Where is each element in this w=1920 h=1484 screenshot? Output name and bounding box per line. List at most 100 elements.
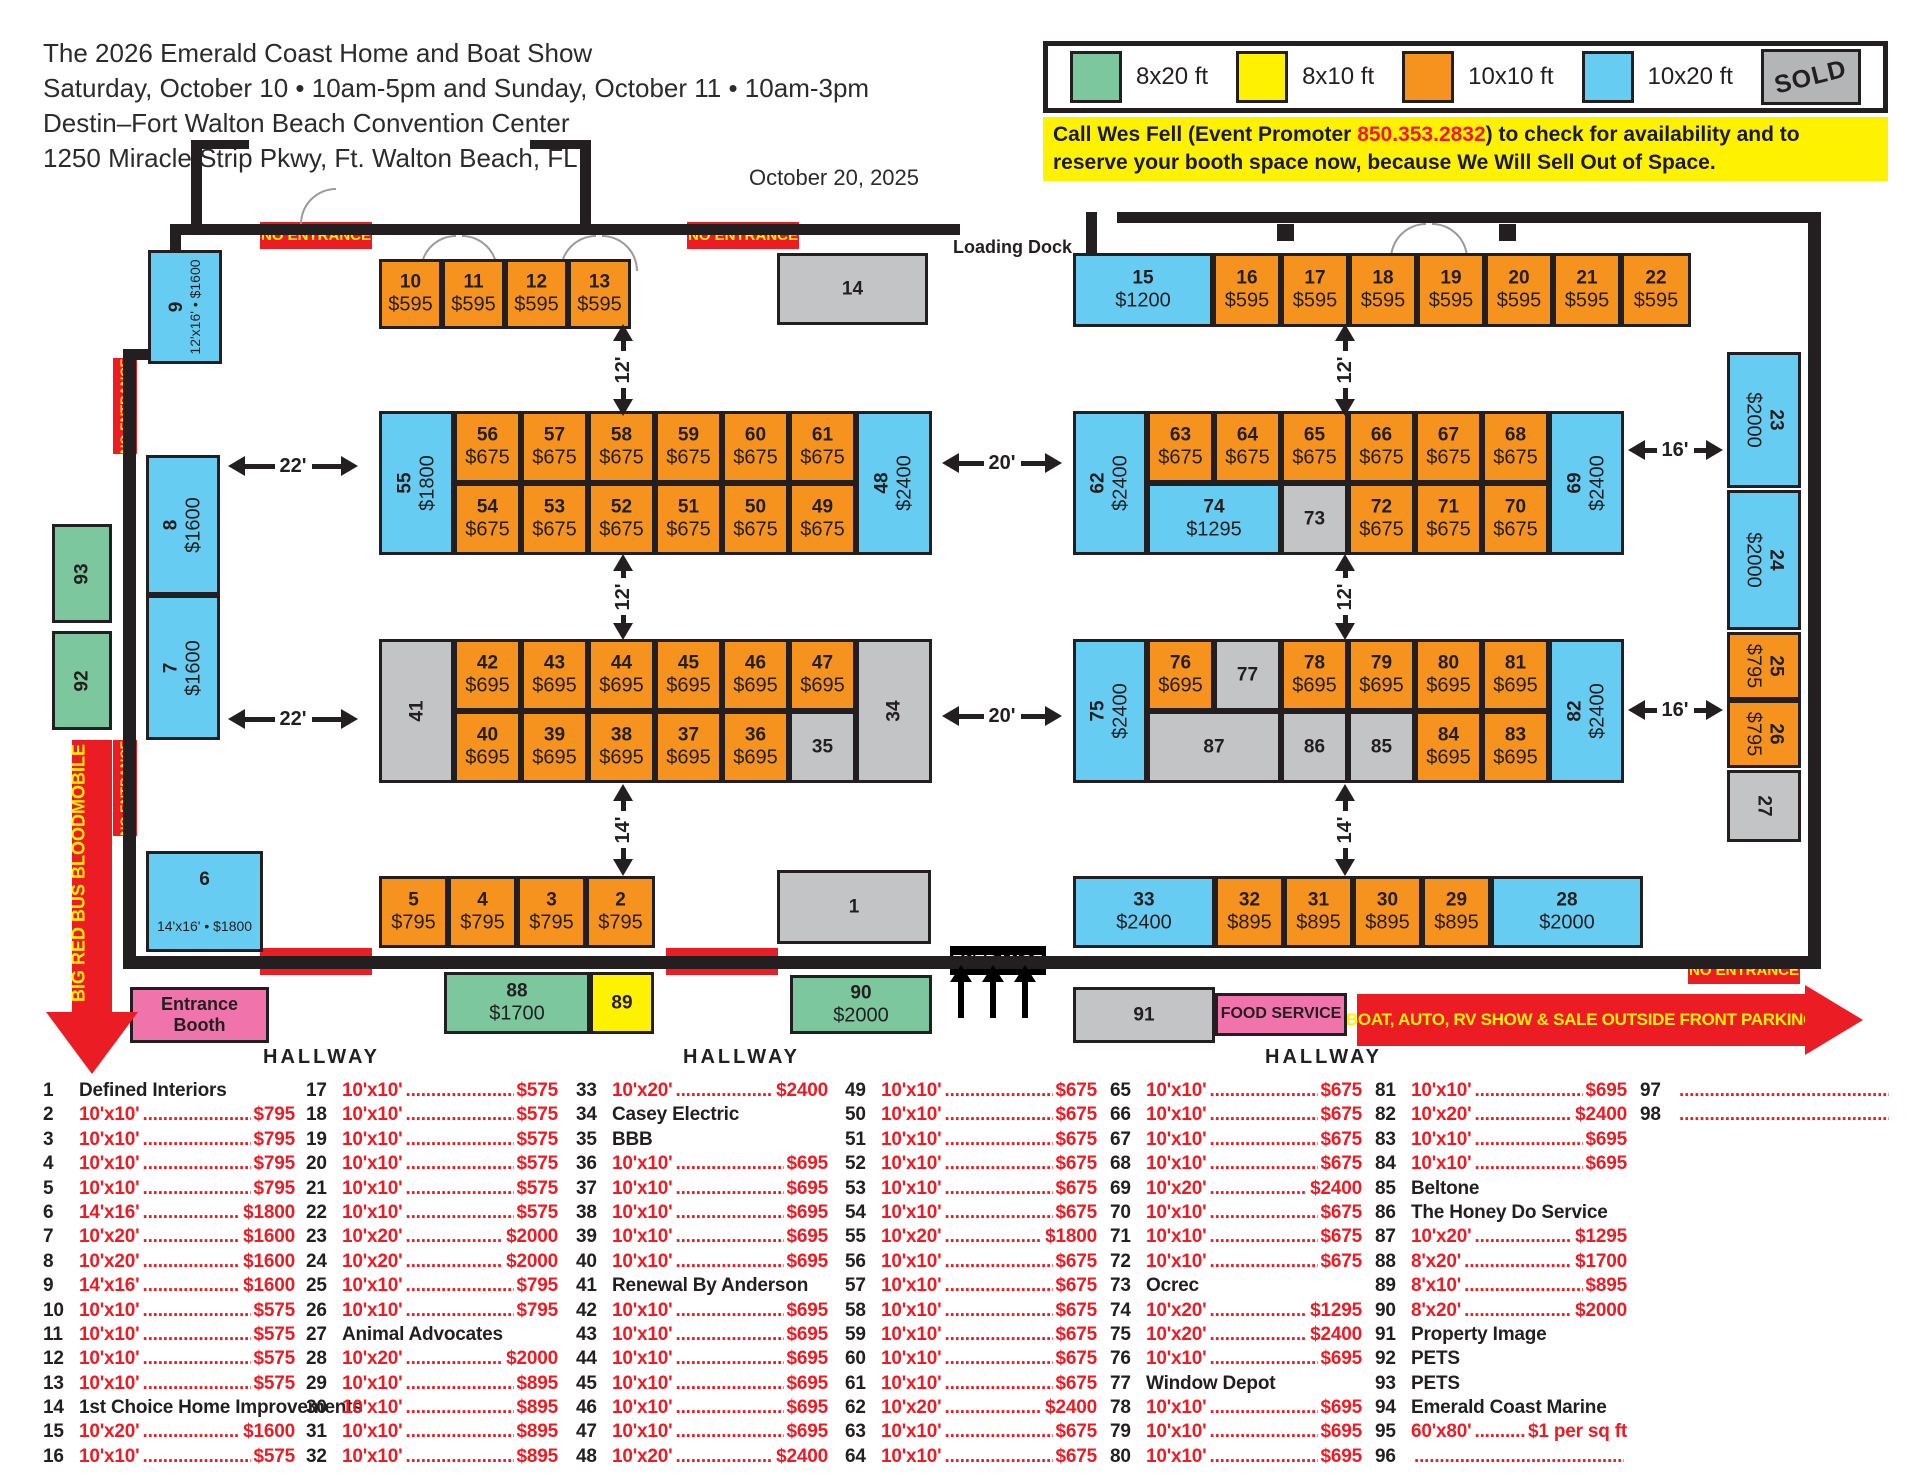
entry-size: 10'x10' <box>881 1372 942 1394</box>
entry-size-price: 10'x10'$795 <box>79 1178 295 1200</box>
booth-number: 46 <box>744 652 767 674</box>
entry-size-price: 10'x10'$795 <box>342 1275 558 1297</box>
entry-price: $695 <box>1585 1153 1628 1175</box>
dot-leader <box>1209 1202 1317 1224</box>
booth-price: $695 <box>1158 674 1203 697</box>
entry-size: 10'x10' <box>342 1080 403 1101</box>
booth-87: 87 <box>1147 711 1281 783</box>
arrowhead-right <box>1335 323 1355 341</box>
booth-number: 4 <box>477 889 488 911</box>
booth-text: 68$675 <box>1493 425 1538 470</box>
booth-20: 20$595 <box>1485 253 1553 327</box>
booth-number: 87 <box>1203 736 1225 758</box>
entry-size-price: 10'x10'$675 <box>881 1153 1097 1175</box>
booth-93: 93 <box>52 524 112 623</box>
booth-number: 64 <box>1236 424 1259 446</box>
aisle-width-label: 12' <box>611 583 634 611</box>
entry-price: $1600 <box>243 1275 295 1297</box>
entry-number: 31 <box>306 1421 327 1443</box>
booth-number: 32 <box>1238 889 1261 911</box>
entry-size: 10'x10' <box>881 1104 942 1126</box>
booth-number: 59 <box>677 424 700 446</box>
booth-number: 39 <box>543 724 566 746</box>
booth-price: $675 <box>666 518 711 541</box>
entry-size: 10'x10' <box>881 1153 942 1175</box>
booth-text: 7$1600 <box>161 599 206 736</box>
entry-size-price: 10'x20'$2400 <box>612 1080 828 1102</box>
booth-text: 61$675 <box>800 425 845 470</box>
booth-number: 92 <box>71 669 93 692</box>
booth-number: 67 <box>1437 424 1460 446</box>
entry-number: 14 <box>43 1397 64 1419</box>
booth-number: 45 <box>677 652 700 674</box>
entry-size-price: 10'x10'$695 <box>612 1421 828 1443</box>
price-list-column: 8110'x10'$6958210'x20'$24008310'x10'$695… <box>1375 1080 1627 1470</box>
booth-number: 77 <box>1236 664 1259 686</box>
booth-85: 85 <box>1348 711 1415 783</box>
dot-leader <box>142 1104 250 1126</box>
pillar <box>1499 224 1516 241</box>
entry-size-price: 10'x20'$2000 <box>342 1348 558 1370</box>
booth-number: 25 <box>1765 655 1787 677</box>
booth-number: 29 <box>1445 889 1468 911</box>
entry-number: 24 <box>306 1250 327 1272</box>
booth-price: $895 <box>1227 911 1272 934</box>
wall-segment <box>530 140 591 149</box>
entrance-direction-arrow <box>982 965 1004 1018</box>
dot-leader <box>1209 1153 1317 1175</box>
entry-size: 10'x20' <box>342 1250 403 1272</box>
dot-leader <box>944 1421 1052 1443</box>
arrow-line <box>245 716 275 722</box>
booth-74: 74$1295 <box>1147 483 1281 555</box>
entry-size-price: 10'x10'$575 <box>342 1153 558 1175</box>
legend-label: 10x20 ft <box>1647 63 1733 90</box>
arrow-line <box>620 388 626 399</box>
entry-exhibitor-name: Renewal By Anderson <box>612 1275 809 1297</box>
entry-number: 93 <box>1375 1372 1396 1394</box>
entry-size-price: 10'x10'$695 <box>612 1397 828 1419</box>
dot-leader <box>1209 1324 1307 1346</box>
legend-label: 10x10 ft <box>1468 63 1554 90</box>
entry-size: 10'x10' <box>79 1323 140 1345</box>
booth-19: 19$595 <box>1417 253 1485 327</box>
entry-size-price: 10'x10'$675 <box>1146 1080 1362 1102</box>
entry-number: 95 <box>1375 1421 1396 1443</box>
booth-81: 81$695 <box>1482 639 1549 711</box>
booth-text: 25$795 <box>1742 636 1787 696</box>
entry-price: $675 <box>1055 1275 1098 1297</box>
entry-number: 58 <box>845 1299 866 1321</box>
legend-item: 8x10 ft <box>1236 51 1374 103</box>
booth-88: 88$1700 <box>444 972 590 1034</box>
dot-leader <box>944 1153 1052 1175</box>
entry-size: 10'x10' <box>612 1348 673 1370</box>
entry-size: 10'x10' <box>612 1226 673 1248</box>
entry-price: $675 <box>1055 1372 1098 1394</box>
dot-leader <box>142 1129 250 1151</box>
arrow-line <box>1020 713 1046 719</box>
booth-35: 35 <box>789 711 856 783</box>
entry-number: 26 <box>306 1299 327 1321</box>
dot-leader <box>675 1153 783 1175</box>
entry-size: 10'x10' <box>1146 1080 1207 1101</box>
booth-text: 76$695 <box>1158 653 1203 698</box>
entry-size: 60'x80' <box>1411 1421 1472 1443</box>
price-list-entry: 908'x20'$2000 <box>1375 1300 1627 1324</box>
entry-size: 10'x10' <box>1146 1201 1207 1223</box>
booth-89: 89 <box>590 972 654 1034</box>
entry-number: 56 <box>845 1250 866 1272</box>
entry-price: $695 <box>786 1226 829 1248</box>
entry-number: 81 <box>1375 1080 1396 1101</box>
entry-exhibitor-name: 1st Choice Home Improvements <box>79 1397 363 1419</box>
door-swing-arc <box>300 188 336 224</box>
entry-number: 7 <box>43 1226 54 1248</box>
dot-leader <box>405 1348 503 1370</box>
booth-23: 23$2000 <box>1727 352 1801 488</box>
entry-number: 63 <box>845 1421 866 1443</box>
entry-number: 2 <box>43 1104 54 1126</box>
